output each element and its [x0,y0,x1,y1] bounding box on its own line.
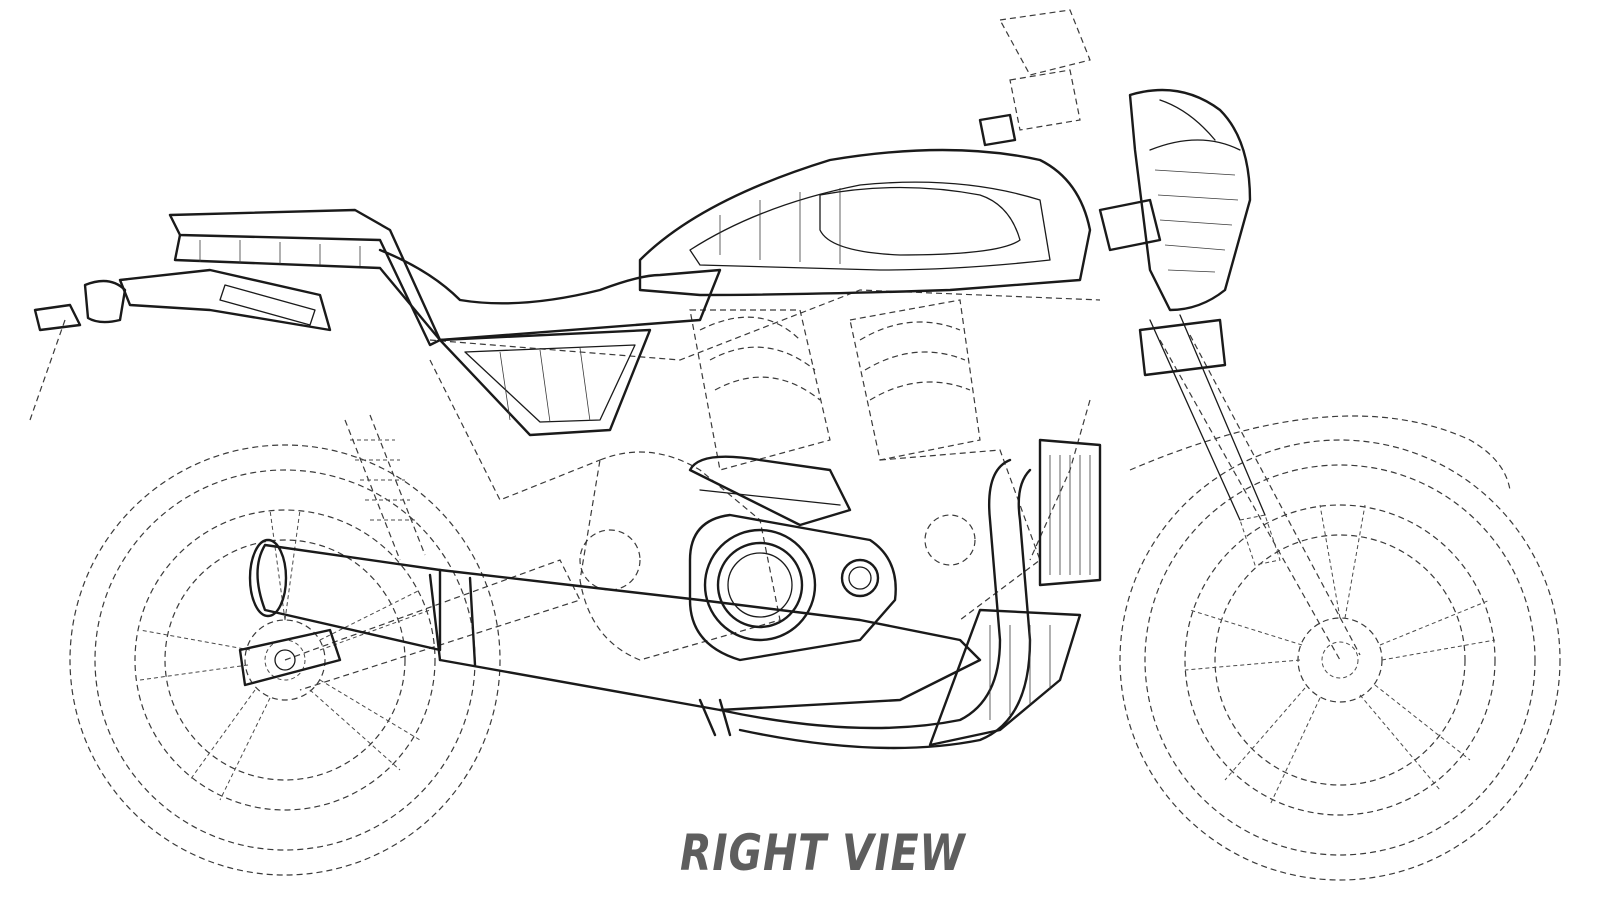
exhaust [248,455,1032,750]
rear-wheel-spokes [139,509,431,801]
front-fender [1129,415,1511,491]
front-wheel-spokes [1184,504,1496,806]
seat-and-tail [118,208,722,347]
front-wheel [1119,415,1561,881]
rear-suspension [238,414,581,691]
side-cover [438,328,652,437]
engine-cover [688,513,897,662]
frame [429,289,1101,561]
view-label: RIGHT VIEW [680,824,966,882]
handlebar [978,9,1227,377]
engine-block [579,299,1041,661]
fuel-tank [638,148,1092,297]
headlight-fairing [1128,88,1252,312]
rear-light [29,279,127,421]
radiator-cover [928,438,1102,747]
front-fork [1149,314,1361,661]
